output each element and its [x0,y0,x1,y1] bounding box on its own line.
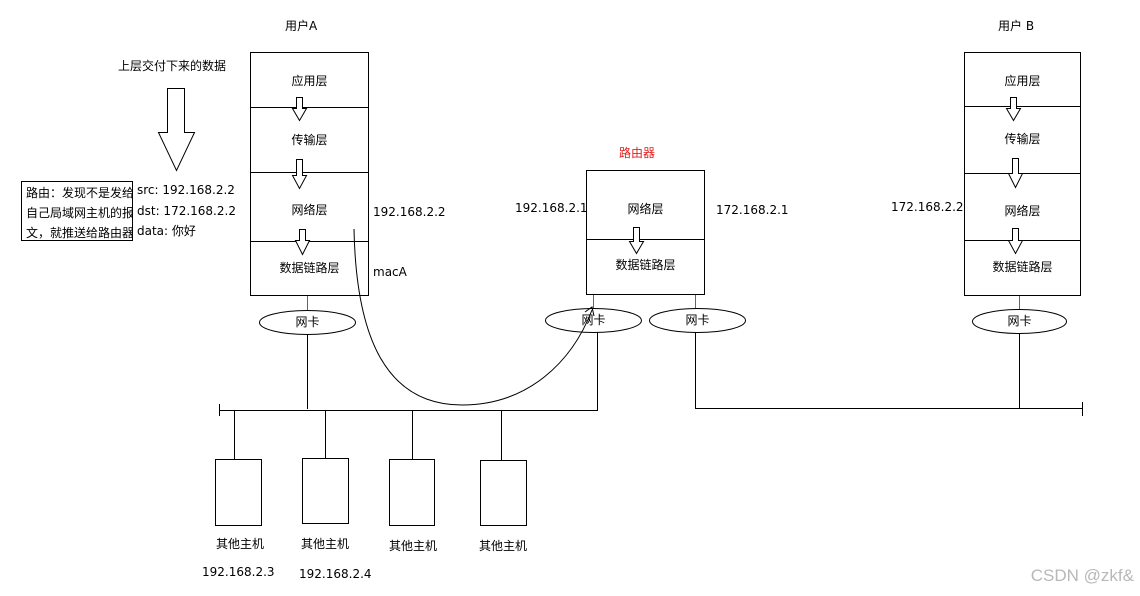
router-stack [586,170,705,295]
user-a-ip: 192.168.2.2 [373,205,446,219]
other-host-1-label: 其他主机 [215,537,264,551]
user-b-stack [964,52,1081,296]
user-b-title: 用户 B [998,19,1035,33]
other-host-4-label: 其他主机 [478,539,527,553]
router-title: 路由器 [619,146,656,160]
lan-a-bus [219,332,598,460]
nic-ellipses [259,308,1067,335]
packet-data: data: 你好 [137,224,196,238]
nic-connectors [307,295,1020,311]
packet-src: src: 192.168.2.2 [137,183,235,197]
user-a-title: 用户A [285,19,318,33]
user-a-datalink-layer: 数据链路层 [279,261,340,275]
user-b-application-layer: 应用层 [1004,74,1041,88]
other-host-3 [389,459,435,526]
other-host-1-ip: 192.168.2.3 [202,565,275,579]
other-host-4 [480,460,527,526]
other-host-1 [215,459,262,526]
user-b-nic-label: 网卡 [1007,314,1032,328]
user-a-transport-layer: 传输层 [291,133,328,147]
upper-data-arrow [157,88,196,172]
user-a-stack [250,52,369,296]
route-curve-arrowhead [584,306,595,317]
user-a-application-layer: 应用层 [291,74,328,88]
other-host-boxes [215,458,527,526]
routing-note-line-1: 路由：发现不是发给 [26,186,133,200]
user-a-nic-label: 网卡 [295,315,320,329]
user-b-datalink-layer: 数据链路层 [992,260,1053,274]
user-a-mac: macA [373,265,407,279]
router-ip-left: 192.168.2.1 [515,201,588,215]
user-b-transport-layer: 传输层 [1004,132,1041,146]
other-host-3-label: 其他主机 [388,539,437,553]
packet-dst: dst: 172.168.2.2 [137,204,236,218]
router-nic-left-label: 网卡 [581,313,606,327]
routing-note-line-2: 自己局域网主机的报 [26,206,133,220]
routing-note-line-3: 文，就推送给路由器 [26,226,133,240]
other-host-2 [302,458,349,524]
lan-b-bus [695,332,1083,416]
router-datalink-layer: 数据链路层 [615,258,676,272]
router-nic-right-label: 网卡 [685,313,710,327]
routing-note: 路由：发现不是发给 自己局域网主机的报 文，就推送给路由器 [21,181,133,241]
watermark: CSDN @zkf& [1030,566,1134,585]
layer-arrows [291,97,1024,256]
other-host-2-label: 其他主机 [300,537,349,551]
router-network-layer: 网络层 [627,202,664,216]
router-ip-right: 172.168.2.1 [716,203,789,217]
upper-data-label: 上层交付下来的数据 [118,59,227,73]
user-b-ip: 172.168.2.2 [891,200,964,214]
user-b-network-layer: 网络层 [1004,204,1041,218]
route-curve [353,228,593,406]
user-a-network-layer: 网络层 [291,203,328,217]
other-host-2-ip: 192.168.2.4 [299,567,372,581]
